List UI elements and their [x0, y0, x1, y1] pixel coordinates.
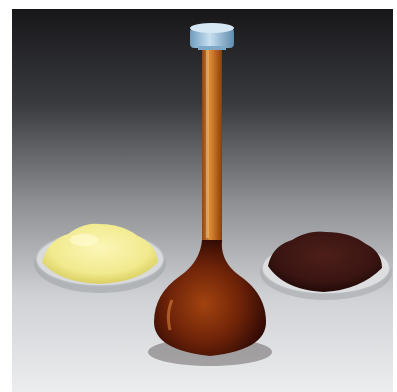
frame-edge-right [393, 0, 397, 392]
frame-edge-top [0, 0, 397, 9]
yellow-powder-dish [34, 223, 166, 293]
volumetric-flask [148, 23, 272, 366]
flask-stopper [190, 28, 234, 48]
flask-neck [202, 44, 222, 244]
dark-powder-dish [260, 231, 392, 300]
flask-bulb [154, 240, 266, 356]
frame-edge-left [0, 0, 12, 392]
dark-powder [268, 231, 382, 292]
